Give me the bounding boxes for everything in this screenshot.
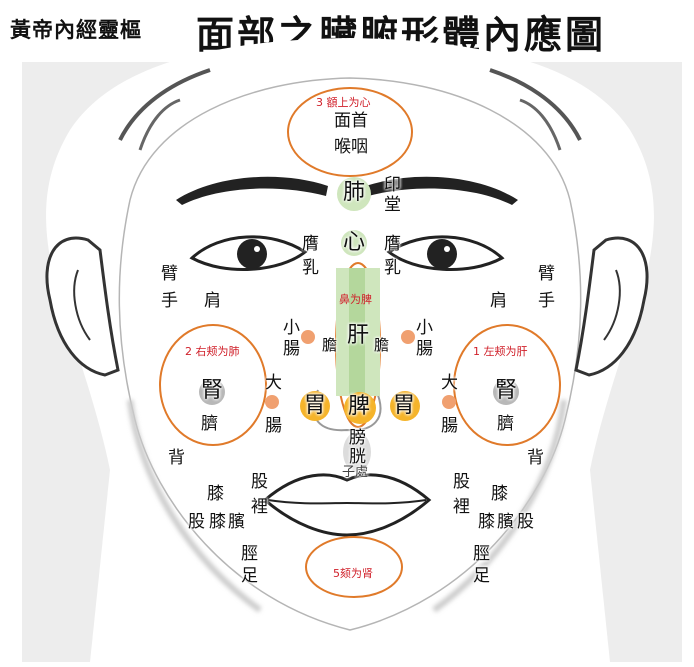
left-arm-bi: 臂 <box>538 264 555 284</box>
stomach-spot-right <box>300 391 330 421</box>
heart-spot <box>341 230 367 256</box>
source-book-title: 黃帝內經靈樞 <box>10 18 142 42</box>
forehead-label-throat: 喉咽 <box>334 137 368 157</box>
jaw-shade-left <box>127 399 262 613</box>
left-cheek-navel: 臍 <box>497 414 514 434</box>
zone-right-cheek-outline <box>159 324 267 446</box>
left-stomach: 胃 <box>393 393 416 418</box>
left-large-int-1: 大 <box>441 373 458 393</box>
left-arm-jian: 肩 <box>490 291 507 311</box>
pupil-highlight-right <box>444 246 450 252</box>
right-stomach: 胃 <box>304 393 327 418</box>
iris-right <box>427 239 457 269</box>
large-intestine-spot-left <box>442 395 456 409</box>
left-ying: 膺 <box>384 234 401 254</box>
right-cheek-navel: 臍 <box>201 414 218 434</box>
kidney-spot-right <box>199 379 225 405</box>
right-ru: 乳 <box>302 258 319 278</box>
midline-yin: 印 <box>384 175 401 195</box>
midline-lung: 肺 <box>343 180 366 205</box>
right-dan: 膽 <box>322 336 338 354</box>
zone-left-cheek-outline <box>453 324 561 446</box>
midline-heart: 心 <box>343 230 366 255</box>
left-gu2: 股 <box>517 512 534 532</box>
large-intestine-spot-right <box>265 395 279 409</box>
right-back: 背 <box>168 448 185 468</box>
hair-tuft-left <box>138 98 181 151</box>
midline-zichu: 子處 <box>342 465 369 480</box>
left-dan: 膽 <box>374 336 390 354</box>
left-bin: 臏 <box>497 512 514 532</box>
right-small-int-2: 腸 <box>283 339 300 359</box>
midline-liver: 肝 <box>347 323 370 348</box>
right-large-int-2: 腸 <box>265 416 282 436</box>
hair-line-left <box>118 68 211 141</box>
eyebrow-right <box>366 176 518 205</box>
left-back: 背 <box>527 448 544 468</box>
mouth <box>262 473 432 537</box>
chin-zone-note: 5颏为肾 <box>333 567 373 580</box>
zone-forehead-outline <box>287 87 413 177</box>
left-small-int-1: 小 <box>416 318 433 338</box>
left-xi: 膝 <box>491 484 508 504</box>
left-xi2: 膝 <box>478 512 495 532</box>
zone-chin-outline <box>305 536 403 598</box>
ear-left-inner <box>73 269 91 341</box>
iris-left <box>237 239 267 269</box>
pupil-highlight-left <box>254 246 260 252</box>
right-li: 裡 <box>251 497 268 517</box>
left-zu: 足 <box>473 566 490 586</box>
ear-right-inner <box>603 269 621 341</box>
midline-bladder-1: 膀 <box>349 428 366 448</box>
bladder-spot <box>343 432 371 472</box>
right-zu: 足 <box>241 566 258 586</box>
left-jing: 脛 <box>473 544 490 564</box>
small-intestine-spot-left <box>401 330 415 344</box>
nose-zone-note: 鼻为脾 <box>339 293 372 306</box>
mouth-line <box>267 499 427 505</box>
right-xi2: 膝 <box>209 512 226 532</box>
right-gu2: 股 <box>188 512 205 532</box>
forehead-label-face-head: 面首 <box>334 111 368 131</box>
ear-left <box>45 236 120 377</box>
hair-tuft-right <box>519 98 562 151</box>
left-small-int-2: 腸 <box>416 339 433 359</box>
eyebrow-left <box>176 176 328 205</box>
right-arm-jian: 肩 <box>204 291 221 311</box>
right-large-int-1: 大 <box>265 373 282 393</box>
lung-spot <box>337 177 371 211</box>
kidney-spot-left <box>493 379 519 405</box>
left-cheek-zone-note: 1 左颊为肝 <box>473 345 528 358</box>
jaw-shade-right <box>432 399 567 613</box>
small-intestine-spot-right <box>301 330 315 344</box>
left-li: 裡 <box>453 497 470 517</box>
ear-right <box>574 236 649 377</box>
right-cheek-kidney: 腎 <box>201 378 224 403</box>
left-ru: 乳 <box>384 258 401 278</box>
midline-spleen: 脾 <box>348 394 371 419</box>
right-small-int-1: 小 <box>283 318 300 338</box>
stomach-spot-left <box>390 391 420 421</box>
right-ying: 膺 <box>302 234 319 254</box>
spleen-spot <box>344 392 376 424</box>
right-arm-bi: 臂 <box>161 264 178 284</box>
right-xi: 膝 <box>207 484 224 504</box>
right-cheek-zone-note: 2 右颊为肺 <box>185 345 240 358</box>
right-jing: 脛 <box>241 544 258 564</box>
left-gu-thigh: 股 <box>453 472 470 492</box>
midline-bladder-2: 胱 <box>349 447 366 467</box>
left-cheek-kidney: 腎 <box>495 378 518 403</box>
midline-tang: 堂 <box>384 195 401 215</box>
right-arm-shou: 手 <box>161 291 178 311</box>
right-gu-thigh: 股 <box>251 472 268 492</box>
right-bin: 臏 <box>228 512 245 532</box>
midline-green-band-inner <box>349 268 365 396</box>
left-large-int-2: 腸 <box>441 416 458 436</box>
forehead-zone-note: 3 額上为心 <box>316 96 371 109</box>
hair-line-right <box>489 68 582 141</box>
left-arm-shou: 手 <box>538 291 555 311</box>
